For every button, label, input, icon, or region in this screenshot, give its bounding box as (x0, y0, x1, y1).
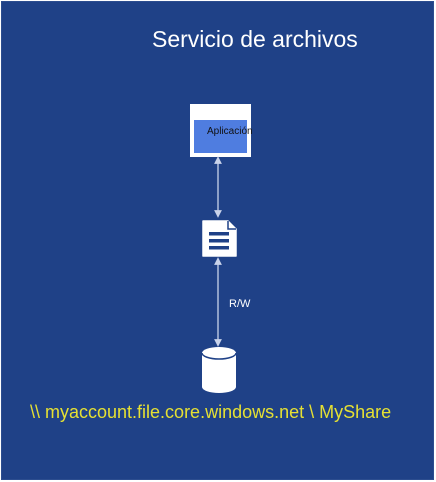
share-path-label: \\ myaccount.file.core.windows.net \ MyS… (30, 402, 392, 422)
read-write-label: R/W (229, 298, 251, 310)
database-cylinder-icon (201, 347, 237, 393)
diagram-title: Servicio de archivos (152, 26, 358, 52)
application-window-body (194, 120, 247, 153)
application-window-icon: Aplicación (190, 104, 253, 157)
application-label: Aplicación (207, 126, 253, 137)
document-icon (202, 220, 237, 257)
